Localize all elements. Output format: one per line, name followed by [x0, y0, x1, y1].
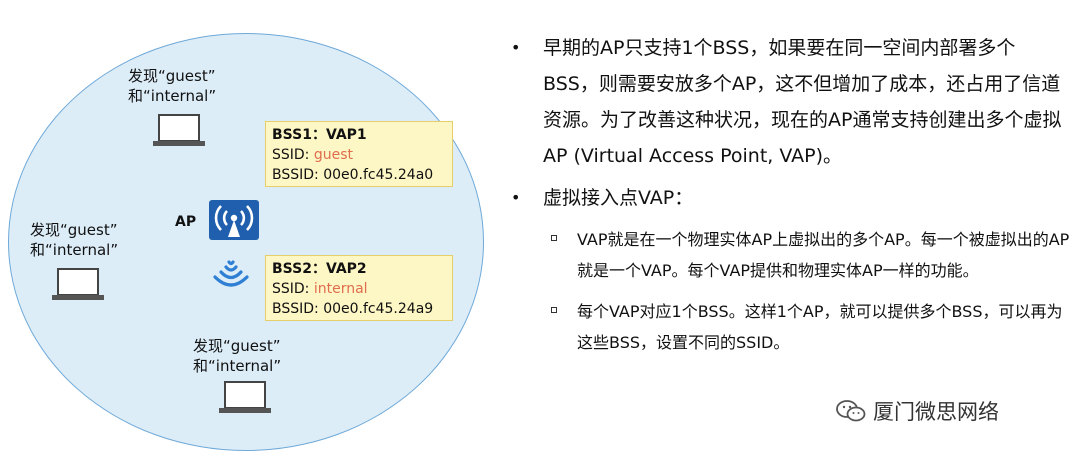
sub-bullet-text: VAP就是在一个物理实体AP上虚拟出的多个AP。每一个被虚拟出的AP就是一个VA…: [577, 230, 1070, 280]
laptop-icon: [219, 381, 271, 413]
sub-bullet-item: VAP就是在一个物理实体AP上虚拟出的多个AP。每一个被虚拟出的AP就是一个VA…: [505, 224, 1070, 286]
wifi-signal-icon: [213, 260, 249, 287]
bss1-title: BSS1：VAP1: [272, 127, 367, 143]
square-bullet-icon: [551, 307, 557, 313]
sub-bullet-text: 每个VAP对应1个BSS。这样1个AP，就可以提供多个BSS，可以再为这些BSS…: [577, 302, 1063, 352]
client-label-top: 发现“guest” 和“internal”: [128, 66, 216, 106]
bss2-title: BSS2：VAP2: [272, 261, 367, 277]
laptop-icon: [52, 268, 104, 300]
bss2-ssid-value: internal: [313, 281, 368, 297]
client-label-line: 发现“guest”: [128, 67, 216, 85]
ssid-prefix: SSID:: [272, 147, 314, 163]
watermark-text: 厦门微思网络: [873, 400, 999, 424]
access-point-icon: [209, 200, 259, 240]
client-label-left: 发现“guest” 和“internal”: [30, 220, 118, 260]
laptop-icon: [153, 114, 205, 146]
square-bullet-icon: [551, 235, 557, 241]
watermark: 厦门微思网络: [835, 396, 999, 426]
bss1-ssid: SSID: guest: [272, 145, 446, 165]
text-panel: • 早期的AP只支持1个BSS，如果要在同一空间内部署多个BSS，则需要安放多个…: [505, 30, 1070, 358]
bss1-bssid: BSSID: 00e0.fc45.24a0: [272, 167, 434, 183]
sub-bullet-list: VAP就是在一个物理实体AP上虚拟出的多个AP。每一个被虚拟出的AP就是一个VA…: [505, 224, 1070, 358]
bss2-box: BSS2：VAP2 SSID: internal BSSID: 00e0.fc4…: [265, 255, 453, 321]
bullet-item: • 虚拟接入点VAP：: [505, 180, 1070, 216]
bullet-text: 虚拟接入点VAP：: [543, 187, 694, 209]
ap-label: AP: [175, 214, 197, 230]
bullet-marker: •: [511, 188, 521, 207]
bss2-ssid: SSID: internal: [272, 279, 446, 299]
bss1-box: BSS1：VAP1 SSID: guest BSSID: 00e0.fc45.2…: [265, 121, 453, 187]
bss1-ssid-value: guest: [313, 147, 354, 163]
bullet-marker: •: [511, 38, 521, 57]
wechat-icon: [836, 400, 866, 422]
bullet-item: • 早期的AP只支持1个BSS，如果要在同一空间内部署多个BSS，则需要安放多个…: [505, 30, 1070, 174]
bss2-bssid: BSSID: 00e0.fc45.24a9: [272, 301, 434, 317]
client-label-line: 和“internal”: [30, 241, 119, 259]
ssid-prefix: SSID:: [272, 281, 314, 297]
bullet-text: 早期的AP只支持1个BSS，如果要在同一空间内部署多个BSS，则需要安放多个AP…: [543, 37, 1062, 167]
client-label-line: 和“internal”: [193, 357, 282, 375]
client-label-line: 发现“guest”: [193, 337, 281, 355]
client-label-line: 和“internal”: [128, 87, 217, 105]
client-label-bottom: 发现“guest” 和“internal”: [193, 336, 281, 376]
client-label-line: 发现“guest”: [30, 221, 118, 239]
sub-bullet-item: 每个VAP对应1个BSS。这样1个AP，就可以提供多个BSS，可以再为这些BSS…: [505, 296, 1070, 358]
